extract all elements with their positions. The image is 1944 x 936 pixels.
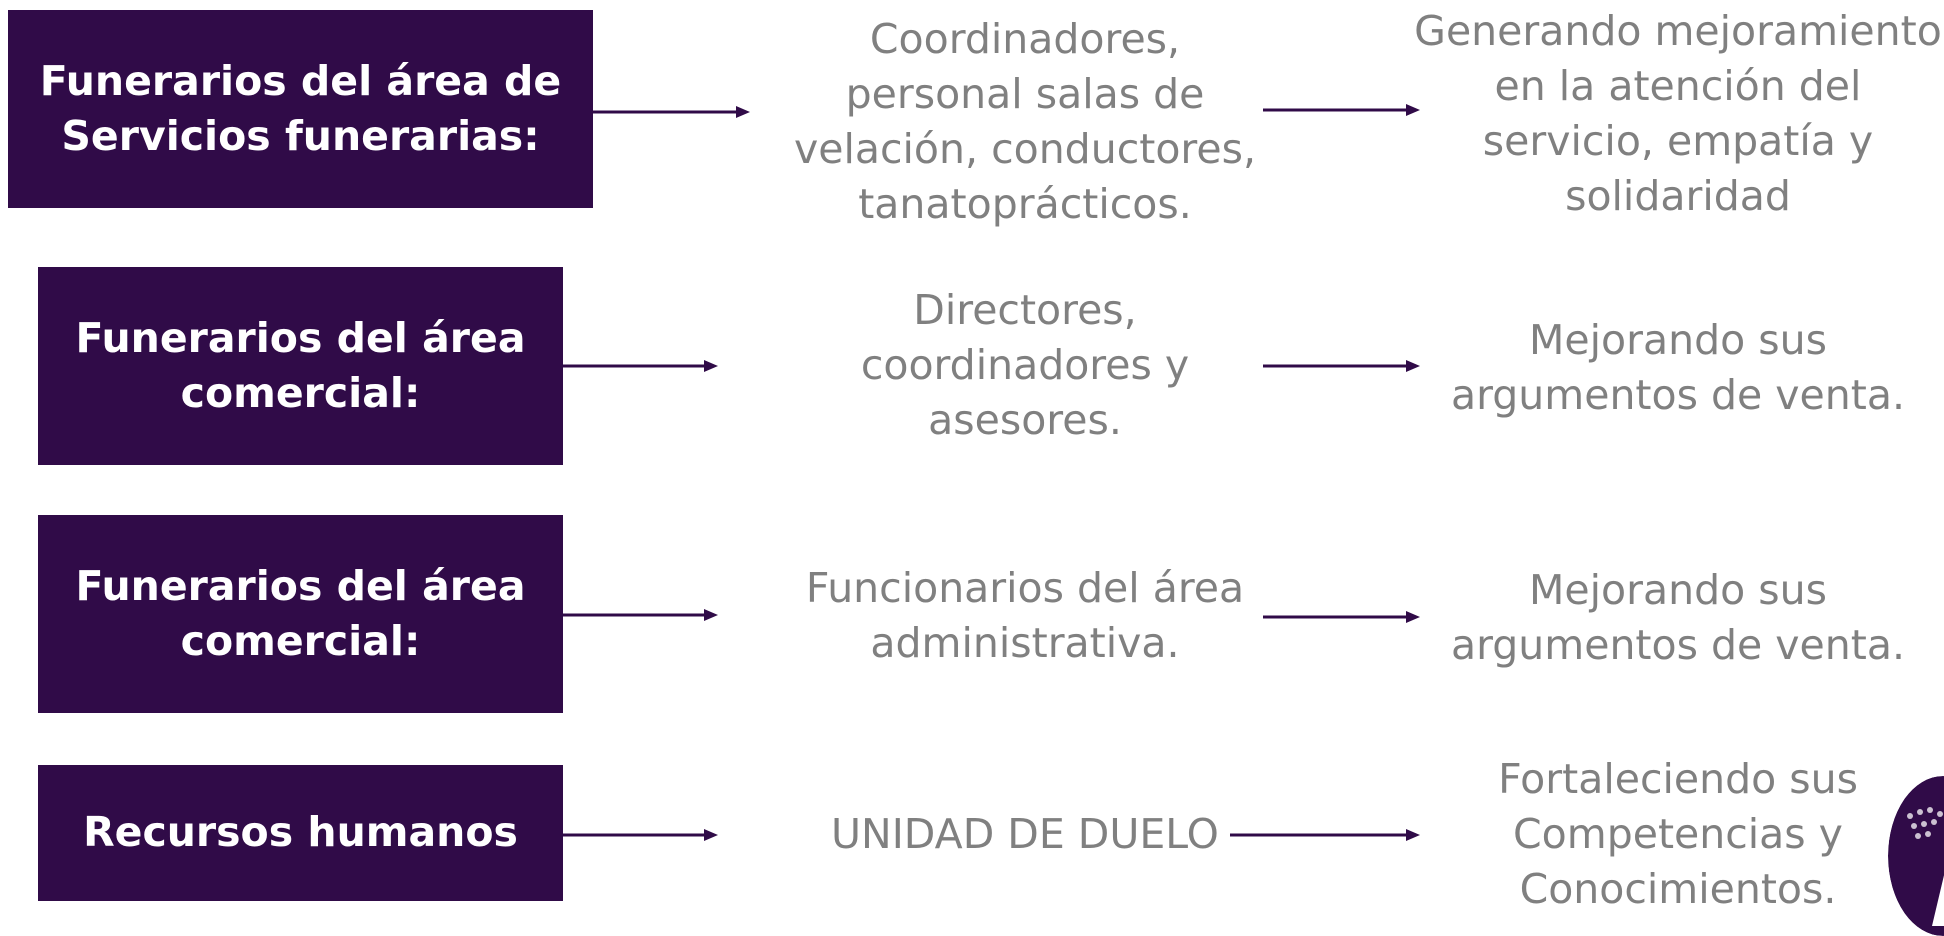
arrow-row2-to-personnel	[563, 360, 718, 372]
arrow-row1-to-outcome	[1263, 104, 1420, 116]
area-box-servicios-funerarios: Funerarios del área de Servicios funerar…	[8, 10, 593, 208]
arrow-row3-to-personnel	[563, 609, 718, 621]
area-box-comercial-1: Funerarios del área comercial:	[38, 267, 563, 465]
personnel-text-row4: UNIDAD DE DUELO	[831, 810, 1219, 858]
outcome-text-row2: Mejorando sus argumentos de venta.	[1451, 316, 1905, 419]
arrow-row2-to-outcome	[1263, 360, 1420, 372]
personnel-text-row3: Funcionarios del área administrativa.	[805, 564, 1245, 667]
outcome-text-row3: Mejorando sus argumentos de venta.	[1451, 566, 1905, 669]
outcome-text-row4: Fortaleciendo sus Competencias y Conocim…	[1498, 755, 1858, 913]
arrow-row1-to-personnel	[593, 106, 750, 118]
arrow-row3-to-outcome	[1263, 611, 1420, 623]
arrow-row4-to-personnel	[563, 829, 718, 841]
area-box-comercial-2: Funerarios del área comercial:	[38, 515, 563, 713]
outcome-text-row1: Generando mejoramiento en la atención de…	[1414, 7, 1942, 220]
arrow-row4-to-outcome	[1230, 829, 1420, 841]
area-box-label: Funerarios del área comercial:	[75, 313, 526, 417]
area-box-label: Recursos humanos	[83, 808, 518, 857]
personnel-text-row1: Coordinadores, personal salas de velació…	[794, 15, 1256, 228]
area-box-label: Funerarios del área comercial:	[75, 561, 526, 665]
area-box-label: Funerarios del área de Servicios funerar…	[39, 56, 562, 160]
personnel-text-row2: Directores, coordinadores y asesores.	[860, 286, 1190, 444]
area-box-recursos-humanos: Recursos humanos	[38, 765, 563, 901]
